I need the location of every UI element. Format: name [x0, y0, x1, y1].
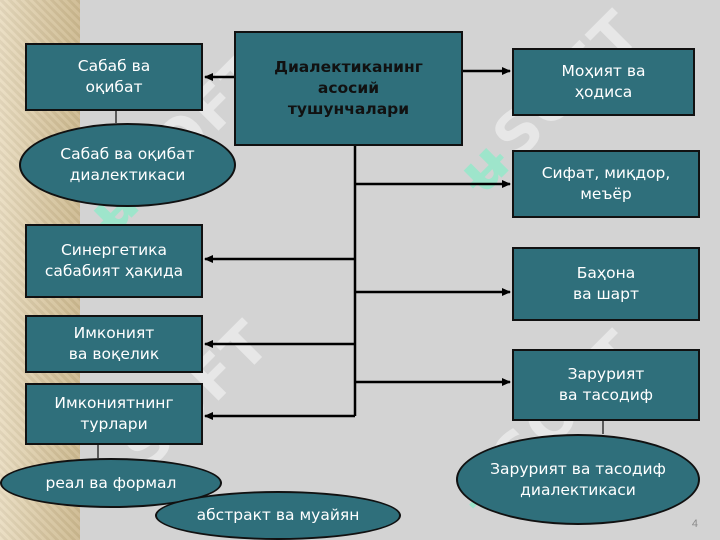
right-box-sifat: Сифат, миқдор, меъёр	[512, 150, 700, 218]
right-box-bahona: Баҳона ва шарт	[512, 247, 700, 321]
left-box-sinergetika: Синергетика сабабият ҳақида	[25, 224, 203, 298]
right-box-zaruriyat: Зарурият ва тасодиф	[512, 349, 700, 421]
left-box-imkoniyat-turlari: Имкониятнинг турлари	[25, 383, 203, 445]
page-number: 4	[691, 518, 698, 530]
left-box-sabab: Сабаб ва оқибат	[25, 43, 203, 111]
right-box-mohiyat: Моҳият ва ҳодиса	[512, 48, 695, 116]
central-concept-box: Диалектиканинг асосий тушунчалари	[234, 31, 463, 146]
ellipse-sabab-dialectics: Сабаб ва оқибат диалектикаси	[19, 123, 236, 207]
ellipse-real-formal: реал ва формал	[0, 458, 222, 508]
left-box-imkoniyat: Имконият ва воқелик	[25, 315, 203, 373]
ellipse-zaruriyat-dialectics: Зарурият ва тасодиф диалектикаси	[456, 434, 700, 525]
ellipse-abstract-concrete: абстракт ва муайян	[155, 491, 401, 540]
